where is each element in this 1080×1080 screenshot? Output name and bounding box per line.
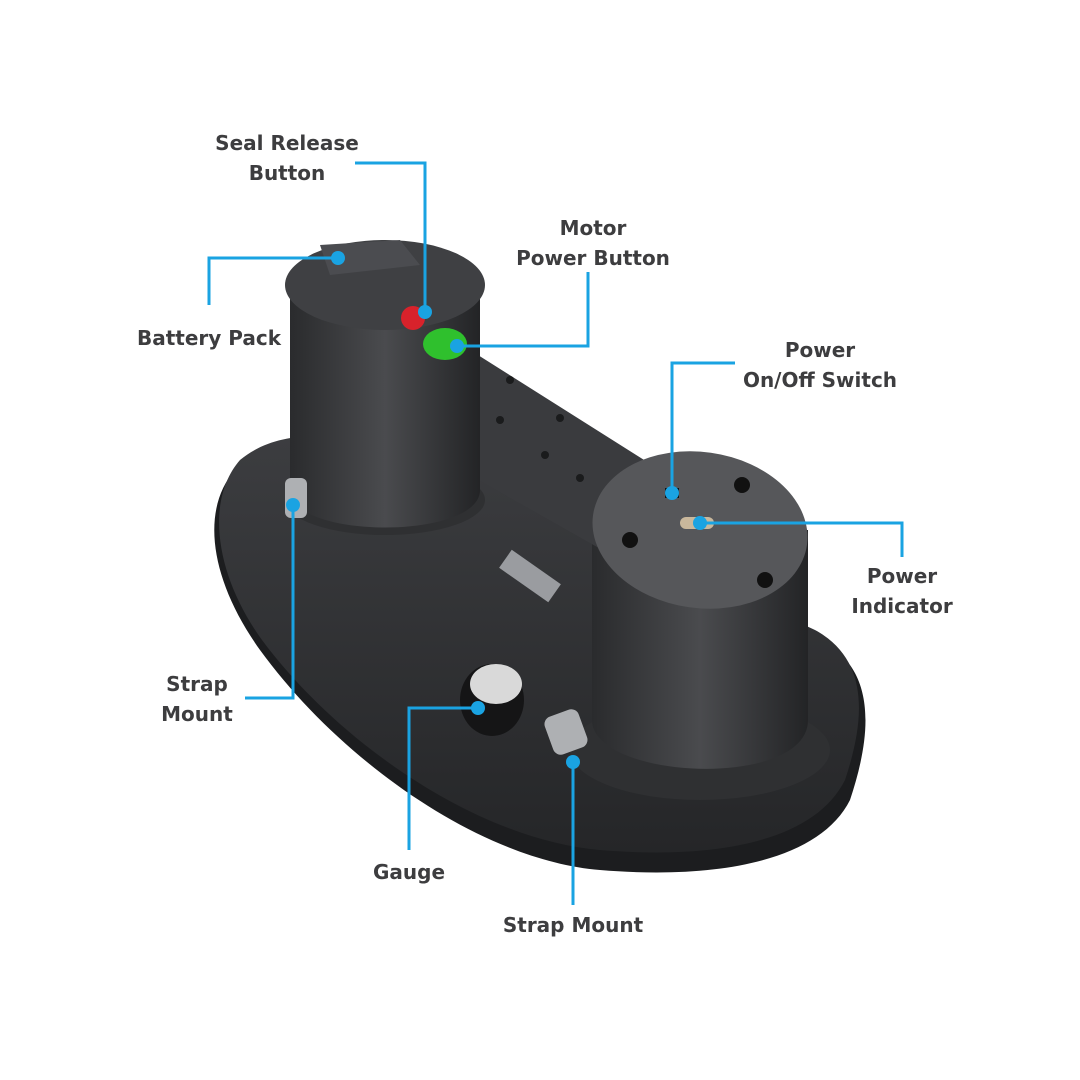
- strap-mount-left: [285, 478, 307, 518]
- callout-lines: [207, 161, 904, 905]
- brand-plate: [499, 549, 561, 603]
- strap-mount-bottom: [544, 709, 588, 755]
- label-strap-mount-bottom: Strap Mount: [502, 913, 644, 937]
- label-gauge: Gauge: [372, 860, 446, 884]
- callout-dots: [286, 251, 707, 769]
- left-cylinder: [285, 240, 485, 535]
- gauge: [460, 664, 524, 736]
- battery-pack: [320, 240, 420, 275]
- label-battery-pack: Battery Pack: [136, 326, 282, 350]
